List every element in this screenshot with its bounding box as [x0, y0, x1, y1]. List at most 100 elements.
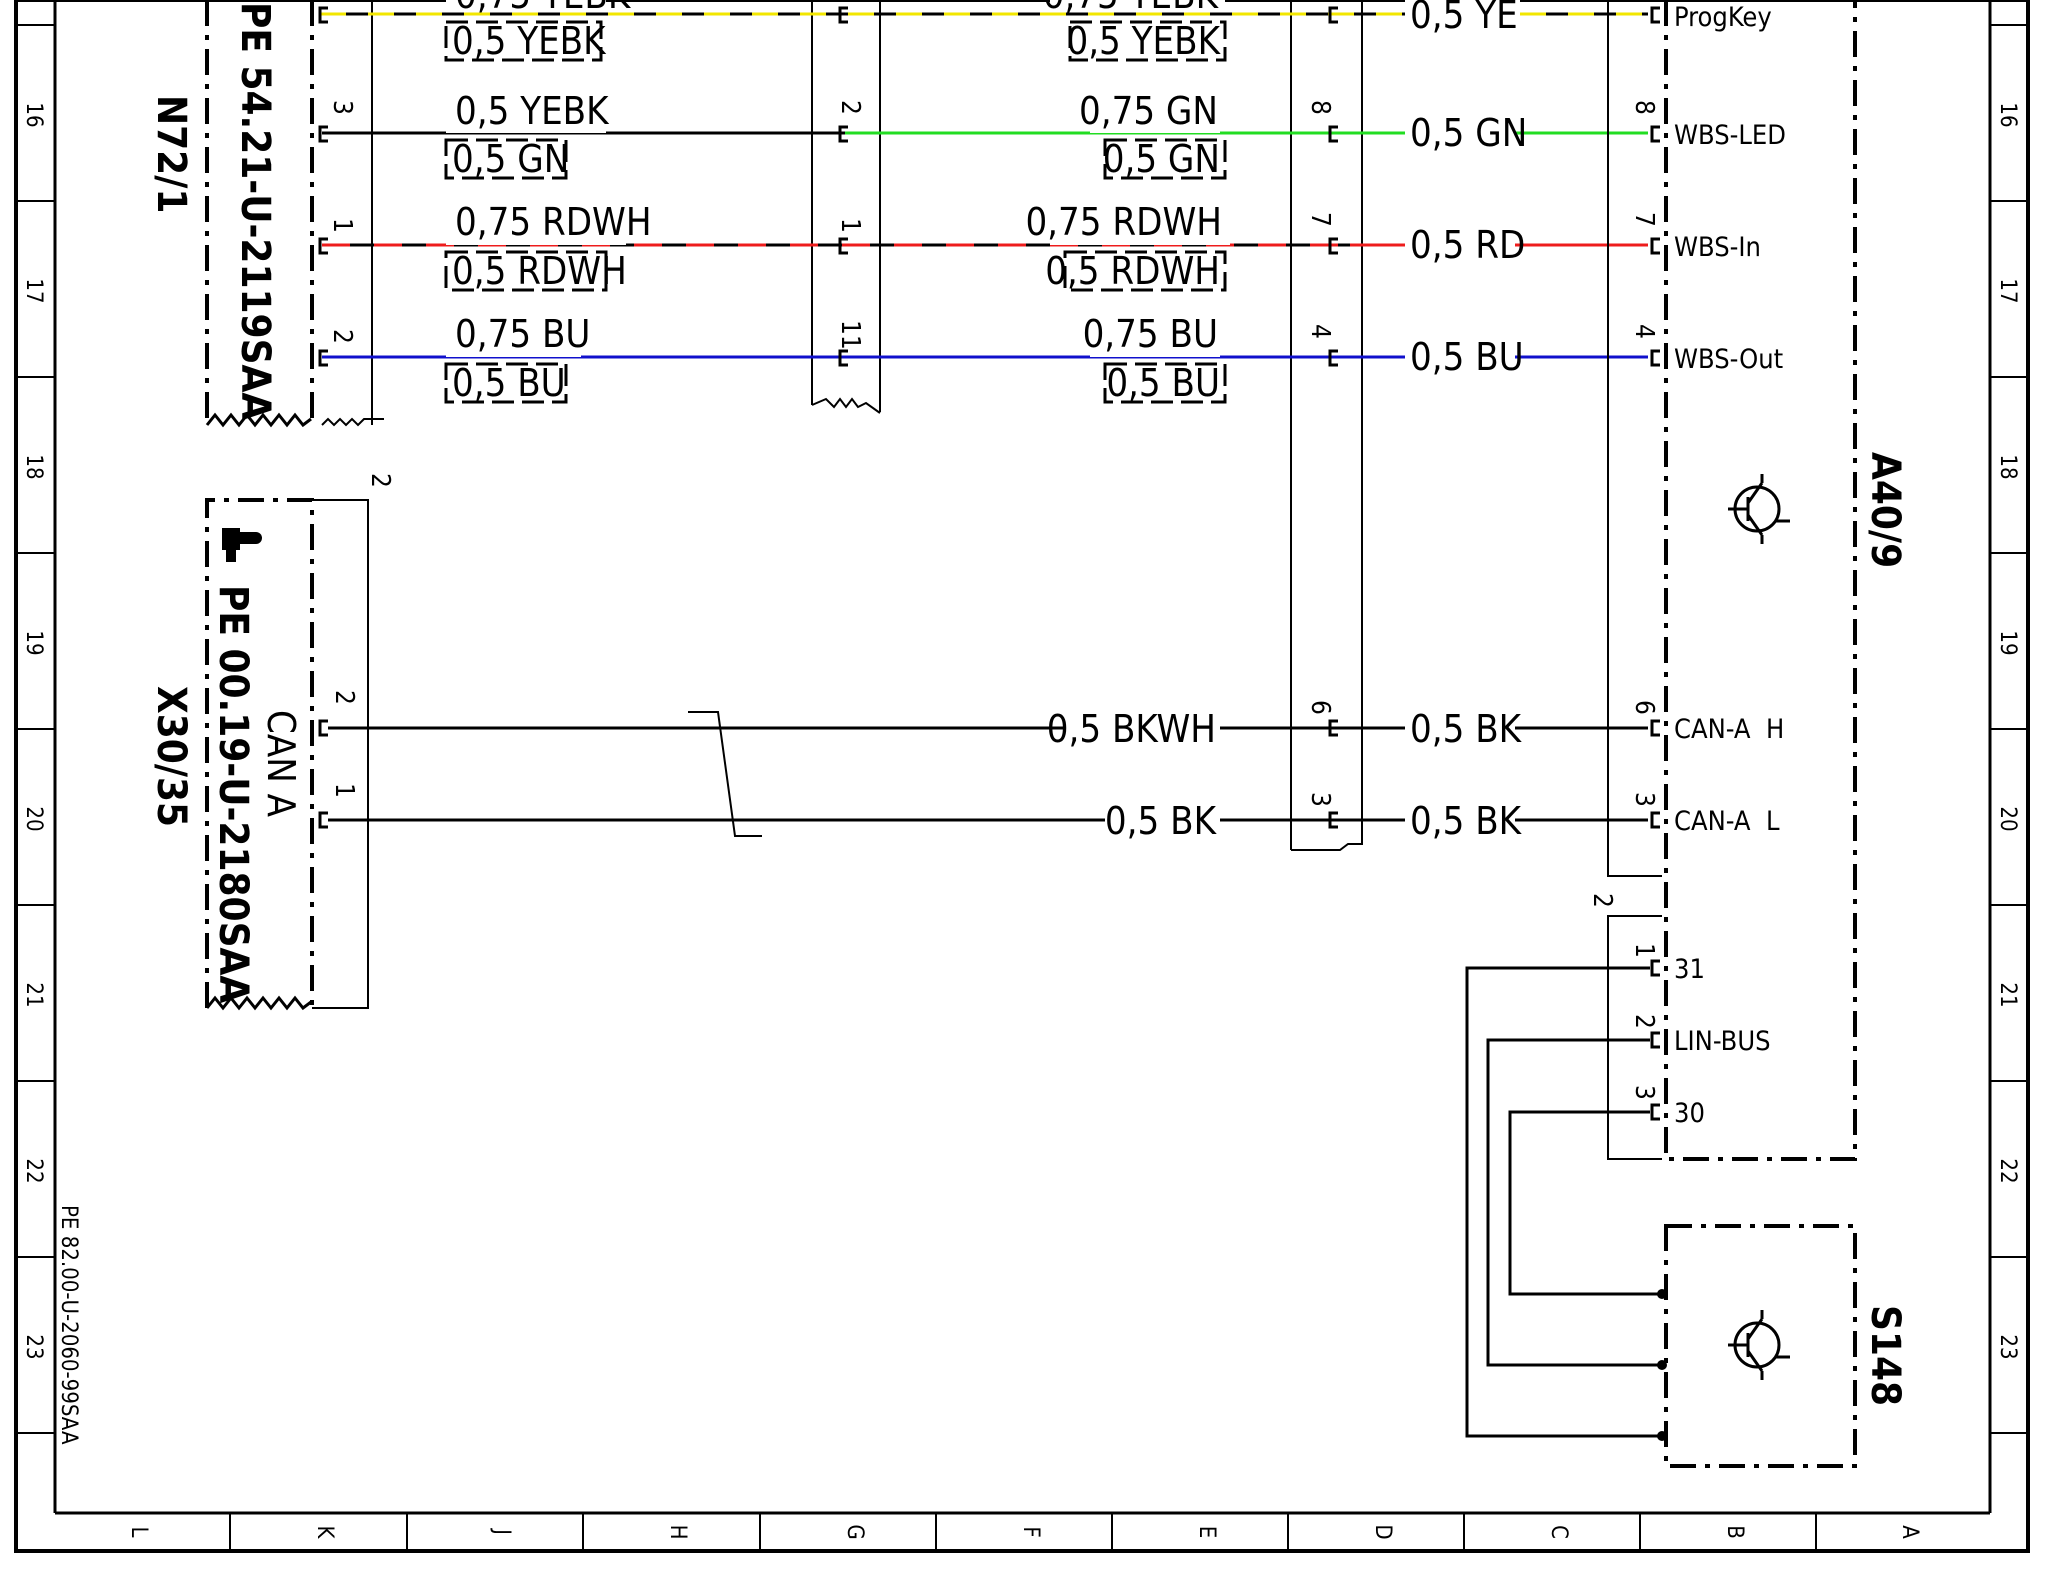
row-label: 16	[1995, 102, 2020, 127]
wire-label: 0,75 BU	[455, 312, 590, 356]
pin-number: 1	[835, 218, 865, 233]
wire-label: 0,5 GN	[1103, 137, 1220, 181]
pin-number: 2	[835, 100, 865, 115]
wire-label: 0,5 BK	[1410, 799, 1523, 843]
row-label: 19	[21, 630, 46, 655]
pin-number: 1	[1629, 943, 1659, 958]
pointing-hand-icon	[222, 528, 262, 562]
column-label: L	[126, 1526, 151, 1537]
signal-name: 30	[1674, 1098, 1705, 1129]
wire-label: 0,5 BU	[1106, 361, 1220, 405]
row-label: 17	[1995, 278, 2020, 303]
column-label: K	[312, 1526, 337, 1540]
wire-label: 0,75 YEBK	[455, 0, 632, 17]
wire-label: 0,5 RDWH	[452, 249, 627, 293]
pin-number: 6	[1305, 700, 1335, 715]
signal-name: LIN-BUS	[1674, 1026, 1771, 1057]
pin-number: 2	[1629, 1014, 1659, 1029]
signal-name: 31	[1674, 954, 1705, 985]
connector-id: 2	[1587, 893, 1617, 908]
wire-label: 0,5 YEBK	[455, 89, 610, 133]
wire-label: 0,5 YEBK	[1066, 19, 1221, 63]
column-label: E	[1194, 1526, 1219, 1539]
pin-number: 3	[1629, 792, 1659, 807]
wire-label: 0,5 RDWH	[1045, 249, 1220, 293]
lower-wires	[1465, 966, 1660, 1438]
pin-number: 8	[1305, 100, 1335, 115]
pin-number: 3	[1305, 792, 1335, 807]
connector-ref: PE 00.19-U-2180SAA	[210, 585, 256, 1003]
column-label: D	[1370, 1524, 1395, 1539]
transistor-icon	[1728, 474, 1790, 544]
row-label: 20	[21, 806, 46, 831]
column-label: J	[489, 1527, 514, 1535]
pin-number: 3	[327, 100, 357, 115]
sheet-frame: 16 17 18 19 20 21 22 23 16 17 18 19 20 2…	[14, 0, 2030, 1553]
wire-label: 0,5 BU	[452, 361, 566, 405]
component-id: X30/35	[148, 686, 194, 827]
signal-name: CAN-A L	[1674, 806, 1780, 837]
splice-bar-g	[811, 0, 881, 414]
row-label: 21	[1995, 982, 2020, 1007]
row-label: 17	[21, 278, 46, 303]
pin-number: 4	[1305, 324, 1335, 339]
row-label: 22	[1995, 1158, 2020, 1183]
wire-label: 0,75 RDWH	[455, 200, 652, 244]
column-label: A	[1897, 1525, 1922, 1539]
connector-ref: PE 54.21-U-2119SAA	[232, 2, 278, 420]
lower-connector-terminals	[1650, 959, 1660, 1121]
pin-number: 3	[1629, 1085, 1659, 1100]
pin-number: 1	[329, 783, 359, 798]
wire-label: 0,5 YEBK	[452, 19, 607, 63]
row-label: 19	[1995, 630, 2020, 655]
pin-number: 7	[1629, 212, 1659, 227]
module-a40-9: A40/9	[1607, 0, 1908, 1161]
pin-number: 1	[327, 218, 357, 233]
pin-number: 7	[1305, 212, 1335, 227]
signal-name: WBS-Out	[1674, 344, 1783, 375]
component-id: S148	[1862, 1305, 1908, 1406]
pin-number: 2	[365, 473, 395, 488]
row-label: 18	[1995, 454, 2020, 479]
wire-label: 0,75 BU	[1083, 312, 1218, 356]
column-label: B	[1722, 1525, 1747, 1539]
wire-label: 0,5 BKWH	[1047, 707, 1216, 751]
pin-terminals	[318, 6, 1660, 367]
wire-label-sleeves-left	[444, 0, 626, 404]
row-label: 22	[21, 1158, 46, 1183]
pin-number: 4	[1629, 324, 1659, 339]
splice-bar-d	[1290, 0, 1363, 851]
column-label: H	[665, 1525, 690, 1540]
wire-label: 0,5 GN	[1410, 111, 1527, 155]
signal-name: WBS-LED	[1674, 120, 1786, 151]
row-label: 23	[21, 1334, 46, 1359]
wire-label: 0,5 BK	[1105, 799, 1218, 843]
row-label: 21	[21, 982, 46, 1007]
signal-name: WBS-In	[1674, 232, 1761, 263]
row-label: 20	[1995, 806, 2020, 831]
component-id: N72/1	[148, 95, 194, 213]
wire-label: 0,5 RD	[1410, 223, 1525, 267]
component-id: A40/9	[1862, 452, 1908, 568]
wire-label: 0,75 GN	[1079, 89, 1218, 133]
can-label-masks	[1065, 706, 1515, 842]
pin-number: 2	[327, 329, 357, 344]
row-label: 16	[21, 102, 46, 127]
pin-number: 2	[329, 690, 359, 705]
wire-label: 0,75 RDWH	[1025, 200, 1222, 244]
column-label: F	[1018, 1526, 1043, 1537]
pin-number: 11	[835, 320, 865, 350]
wire-label-masks-right	[1405, 0, 1520, 377]
connector-x30-35: 2 PE 00.19-U-2180SAA CAN A X30/35 2 1	[148, 473, 395, 1011]
wire-label-sleeves-mid	[1050, 0, 1230, 404]
pin-number: 8	[1629, 100, 1659, 115]
wire-label: 0,5 GN	[452, 137, 569, 181]
wire-label: 0,5 BK	[1410, 707, 1523, 751]
wire-label: 0,5 BU	[1410, 335, 1524, 379]
connector-label: CAN A	[259, 710, 303, 818]
connector-n72-1: PE 54.21-U-2119SAA N72/1	[148, 0, 384, 428]
transistor-icon	[1728, 1310, 1790, 1380]
wire-label: 0,5 YE	[1410, 0, 1518, 37]
column-label: G	[842, 1524, 867, 1539]
